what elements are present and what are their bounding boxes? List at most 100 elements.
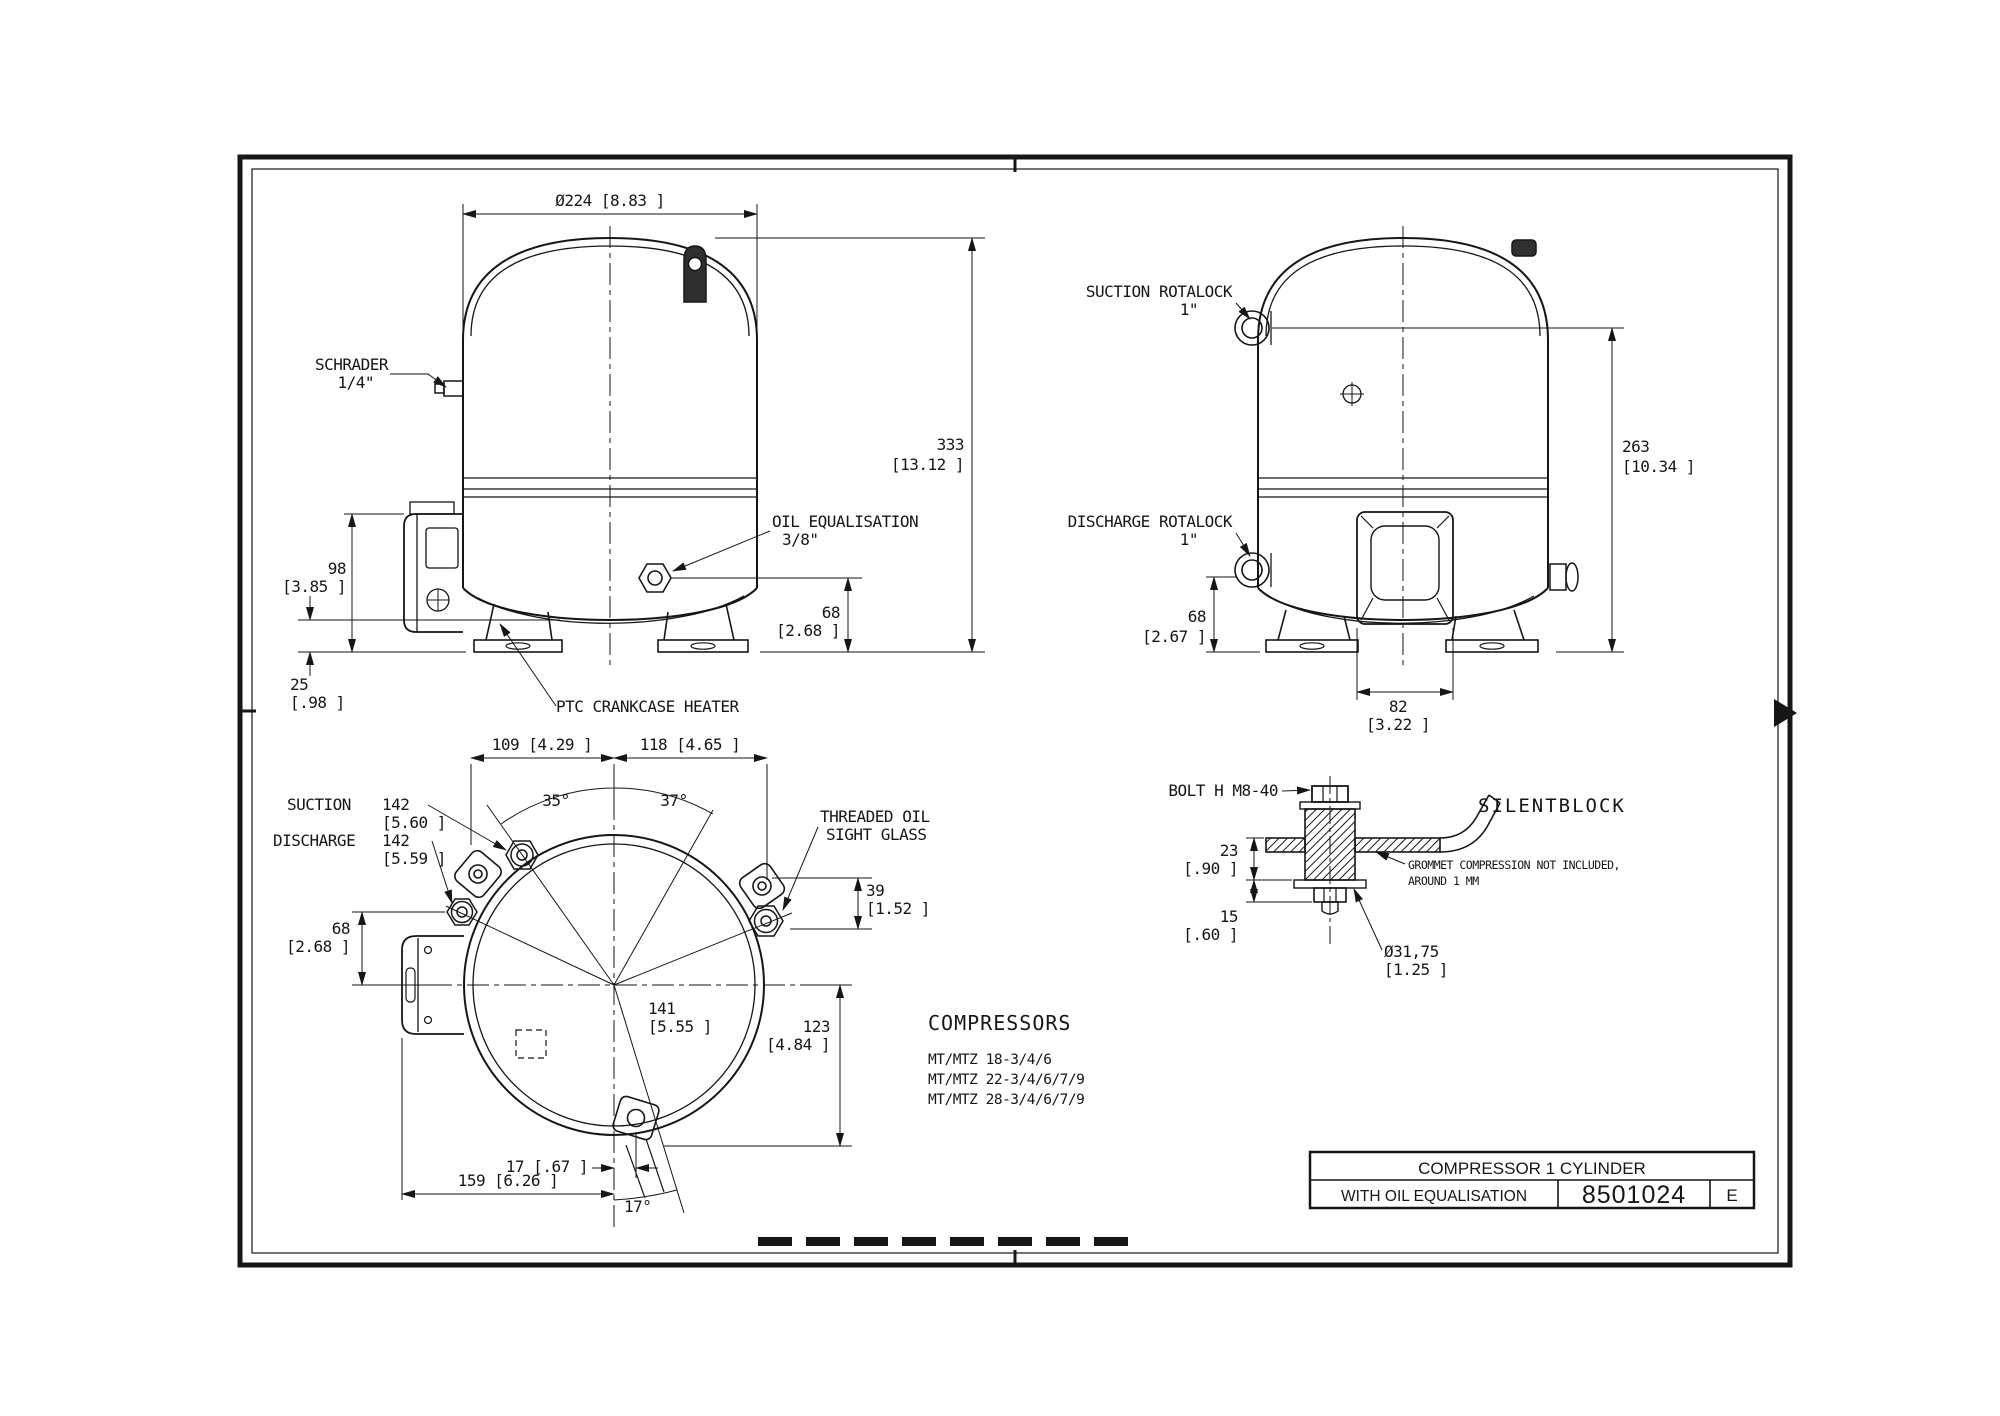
side-view <box>1234 226 1579 668</box>
tv-discharge-fitting <box>446 898 478 926</box>
tv-dim-39-in: [1.52 ] <box>866 899 930 918</box>
sb-dim-15-in: [.60 ] <box>1183 925 1238 944</box>
sv-dim-82-mm: 82 <box>1389 697 1407 716</box>
sb-dim-23-in: [.90 ] <box>1183 859 1238 878</box>
sb-dim-grommet-dia-in: [1.25 ] <box>1384 960 1448 979</box>
fv-label-schrader: SCHRADER <box>315 355 389 374</box>
sv-label-suction-size: 1" <box>1180 300 1198 319</box>
tv-suction-fitting <box>505 840 539 870</box>
tv-sight-glass-fitting <box>748 905 784 937</box>
sv-oil-hole <box>1340 382 1364 406</box>
compressor-model-1: MT/MTZ 18-3/4/6 <box>928 1052 1051 1068</box>
fv-labels: Ø224 [8.83 ] SCHRADER 1/4" 333 [13.12 ] … <box>282 191 964 716</box>
tv-dim-118: 118 [4.65 ] <box>640 735 740 754</box>
fv-dim-68-in: [2.68 ] <box>776 621 840 640</box>
sb-note-line2: AROUND 1 MM <box>1408 874 1479 888</box>
tv-suction-value: 142 <box>382 795 409 814</box>
sv-label-suction-rotalock: SUCTION ROTALOCK <box>1086 282 1233 301</box>
tv-dim-141-in: [5.55 ] <box>648 1017 712 1036</box>
sb-title: SILENTBLOCK <box>1478 795 1626 817</box>
title-block-drawing-number: 8501024 <box>1582 1181 1686 1209</box>
fv-dim-diameter: Ø224 [8.83 ] <box>555 191 665 210</box>
tv-discharge-value-in: [5.59 ] <box>382 849 446 868</box>
tv-centerlines <box>430 798 800 1232</box>
sb-dim-grommet-dia-mm: Ø31,75 <box>1384 942 1439 961</box>
sv-dim-68-in: [2.67 ] <box>1142 627 1206 646</box>
fv-terminal-box <box>403 501 463 633</box>
fv-dim-98-mm: 98 <box>328 559 346 578</box>
tv-label-sight-glass-2: SIGHT GLASS <box>826 825 926 844</box>
tv-discharge-value: 142 <box>382 831 409 850</box>
silentblock-detail <box>1265 776 1501 948</box>
fv-dim-68-mm: 68 <box>822 603 840 622</box>
sv-dimensions <box>1206 302 1624 700</box>
fv-dim-height-mm: 333 <box>937 435 964 454</box>
title-block-revision: E <box>1726 1186 1737 1205</box>
fv-label-ptc-heater: PTC CRANKCASE HEATER <box>556 697 740 716</box>
sv-dim-263-in: [10.34 ] <box>1622 457 1695 476</box>
tv-dim-68-in: [2.68 ] <box>286 937 350 956</box>
fv-label-oil-equalisation-size: 3/8" <box>782 530 819 549</box>
sb-dim-23-mm: 23 <box>1220 841 1238 860</box>
fv-dim-25-mm: 25 <box>290 675 308 694</box>
sv-labels: SUCTION ROTALOCK 1" DISCHARGE ROTALOCK 1… <box>1068 282 1696 734</box>
front-view <box>403 226 758 668</box>
sv-terminal-box <box>1356 511 1454 625</box>
fv-label-oil-equalisation: OIL EQUALISATION <box>772 512 918 531</box>
frame-fold-marks <box>240 157 1017 1265</box>
tv-dim-68-mm: 68 <box>332 919 350 938</box>
sv-suction-rotalock-fitting <box>1234 310 1272 346</box>
sv-dim-82-in: [3.22 ] <box>1366 715 1430 734</box>
fv-dim-98-in: [3.85 ] <box>282 577 346 596</box>
fv-lifting-lug <box>683 245 707 303</box>
fv-label-schrader-size: 1/4" <box>337 373 374 392</box>
fv-dimensions <box>298 204 985 707</box>
sb-grommet <box>1304 808 1356 881</box>
tv-hidden-feature <box>515 1029 547 1059</box>
drawing-frame <box>237 154 1797 1268</box>
frame-registration-marks <box>758 1237 1128 1246</box>
fv-schrader-valve <box>434 380 464 397</box>
compressor-model-3: MT/MTZ 28-3/4/6/7/9 <box>928 1092 1084 1108</box>
tv-dim-123-mm: 123 <box>803 1017 830 1036</box>
frame-inner-border <box>251 168 1779 1254</box>
tv-dim-159: 159 [6.26 ] <box>458 1171 558 1190</box>
frame-edge-arrow-icon <box>1774 699 1797 727</box>
fv-dim-25-in: [.98 ] <box>290 693 345 712</box>
sb-dimensions <box>1246 786 1406 951</box>
tv-dim-17: 17 [.67 ] <box>506 1157 588 1176</box>
tv-suction-value-in: [5.60 ] <box>382 813 446 832</box>
sv-dim-68-mm: 68 <box>1188 607 1206 626</box>
sb-note-line1: GROMMET COMPRESSION NOT INCLUDED, <box>1408 858 1620 872</box>
fv-dim-height-in: [13.12 ] <box>891 455 964 474</box>
tv-dim-123-in: [4.84 ] <box>766 1035 830 1054</box>
sb-bolt <box>1299 785 1361 810</box>
tv-bottom-oil-fitting <box>612 1095 665 1199</box>
title-block: COMPRESSOR 1 CYLINDER WITH OIL EQUALISAT… <box>1308 1150 1756 1210</box>
tv-dimensions <box>352 754 872 1201</box>
sb-base-nut <box>1293 879 1367 915</box>
tv-dim-39-mm: 39 <box>866 881 884 900</box>
tv-dim-141-mm: 141 <box>648 999 675 1018</box>
sb-label-bolt: BOLT H M8-40 <box>1168 781 1278 800</box>
sv-feet <box>1265 609 1539 653</box>
tv-label-discharge: DISCHARGE <box>273 831 355 850</box>
compressor-list: COMPRESSORS MT/MTZ 18-3/4/6 MT/MTZ 22-3/… <box>928 1011 1085 1108</box>
sv-label-discharge-size: 1" <box>1180 530 1198 549</box>
compressor-list-title: COMPRESSORS <box>928 1011 1071 1035</box>
tv-angle-37: 37° <box>660 791 687 810</box>
sv-side-stub-fitting <box>1549 562 1579 592</box>
tv-label-sight-glass-1: THREADED OIL <box>820 807 930 826</box>
sv-lifting-lug <box>1511 239 1537 257</box>
fv-oil-equalisation-fitting <box>638 563 672 593</box>
sv-discharge-rotalock-fitting <box>1234 552 1272 588</box>
title-block-dividers <box>1310 1179 1754 1208</box>
sb-foot-bracket <box>1265 794 1501 853</box>
tv-dim-109: 109 [4.29 ] <box>492 735 592 754</box>
tv-angle-35: 35° <box>542 791 569 810</box>
sv-label-discharge-rotalock: DISCHARGE ROTALOCK <box>1068 512 1233 531</box>
tv-labels: 109 [4.29 ] 118 [4.65 ] 35° 37° SUCTION … <box>273 735 930 1216</box>
tv-label-suction: SUCTION <box>287 795 351 814</box>
